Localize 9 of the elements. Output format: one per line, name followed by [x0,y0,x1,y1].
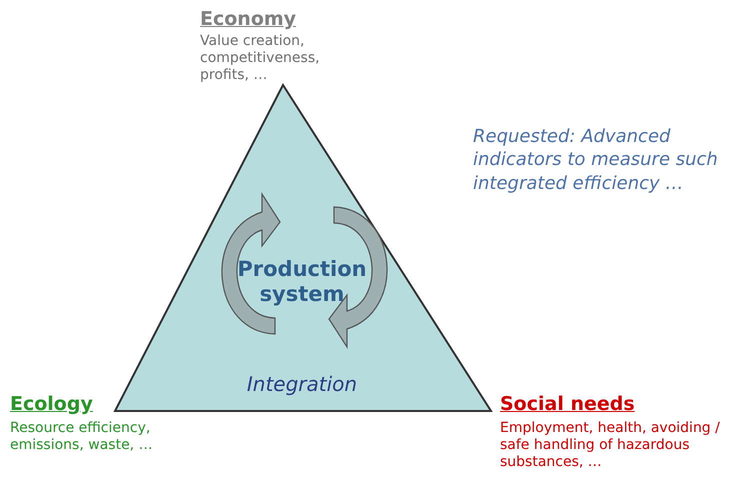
heading: Economy [200,8,298,31]
description: Value creation, competitiveness, profits, … [200,33,321,84]
integration-label: Integration [246,372,358,396]
heading: Social needs [500,393,636,416]
description: Employment, health, avoiding / safe handling of hazardous substances, … [500,420,721,470]
note: Requested: Advanced indicators to measure such integrated efficiency … [473,125,719,196]
description: Resource efficiency, emissions, waste, … [10,420,154,454]
heading: Ecology [10,393,94,416]
center-title: Production system [236,257,368,308]
